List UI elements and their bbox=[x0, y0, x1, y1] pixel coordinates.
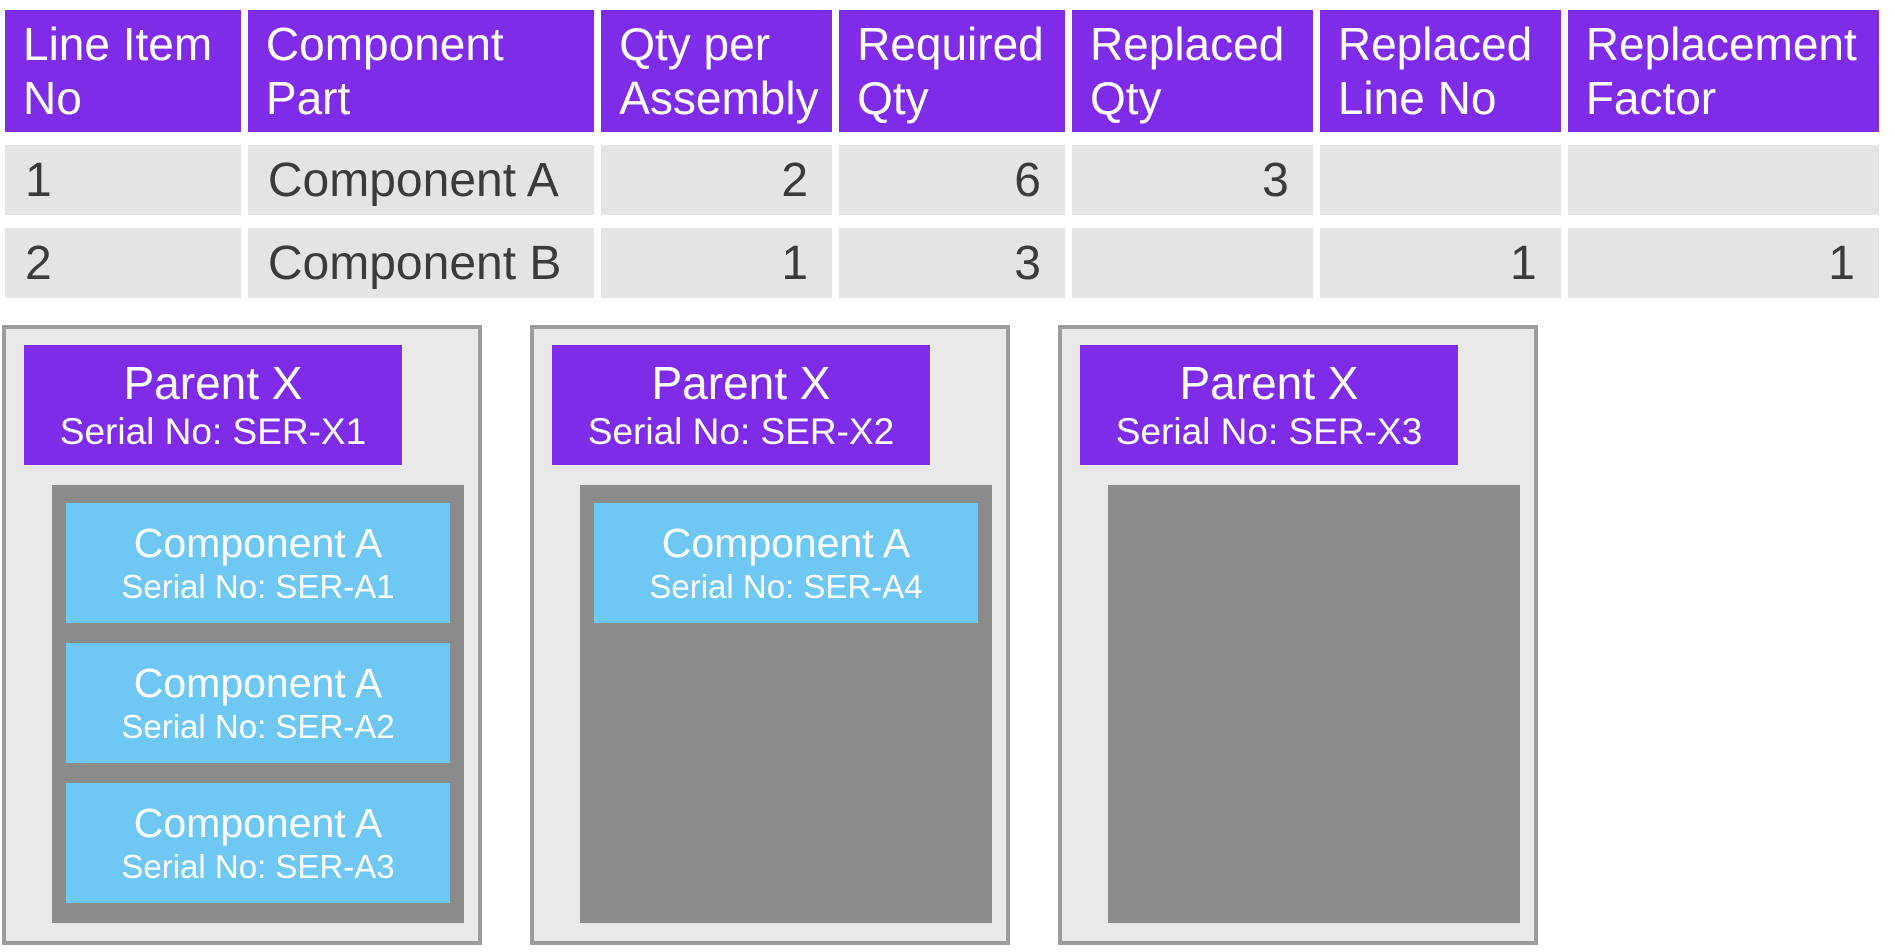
component-title: Component A bbox=[133, 800, 383, 847]
table-cell: 1 bbox=[1319, 228, 1561, 298]
table-cell: 2 bbox=[5, 228, 241, 298]
table-cell: 1 bbox=[601, 228, 833, 298]
table-cell bbox=[1319, 145, 1561, 215]
component-serial-number: Serial No: SER-A4 bbox=[649, 567, 923, 605]
table-cell: Component B bbox=[247, 228, 595, 298]
parent-title: Parent X bbox=[1179, 357, 1359, 410]
parent-serial-number: Serial No: SER-X2 bbox=[587, 411, 895, 453]
parent-title: Parent X bbox=[123, 357, 303, 410]
component-title: Component A bbox=[661, 520, 911, 567]
column-header: Line Item No bbox=[5, 10, 241, 132]
table-cell bbox=[1071, 228, 1313, 298]
column-header: Component Part bbox=[247, 10, 595, 132]
component-serial-number: Serial No: SER-A3 bbox=[121, 847, 395, 885]
column-header: Replaced Line No bbox=[1319, 10, 1561, 132]
table-cell: 2 bbox=[601, 145, 833, 215]
parent-title: Parent X bbox=[651, 357, 831, 410]
table-cell: 3 bbox=[839, 228, 1065, 298]
component-serial-number: Serial No: SER-A1 bbox=[121, 567, 395, 605]
parent-serial-number: Serial No: SER-X3 bbox=[1115, 411, 1423, 453]
table-cell: 6 bbox=[839, 145, 1065, 215]
table-cell: 1 bbox=[1567, 228, 1879, 298]
table-cell bbox=[1567, 145, 1879, 215]
parent-serial-number: Serial No: SER-X1 bbox=[59, 411, 367, 453]
component-container bbox=[1108, 485, 1520, 923]
column-header: Replaced Qty bbox=[1071, 10, 1313, 132]
component-title: Component A bbox=[133, 660, 383, 707]
table-cell: 1 bbox=[5, 145, 241, 215]
column-header: Qty per Assembly bbox=[601, 10, 833, 132]
table-cell: Component A bbox=[247, 145, 595, 215]
column-header: Replacement Factor bbox=[1567, 10, 1879, 132]
component-title: Component A bbox=[133, 520, 383, 567]
column-header: Required Qty bbox=[839, 10, 1065, 132]
table-cell: 3 bbox=[1071, 145, 1313, 215]
component-serial-number: Serial No: SER-A2 bbox=[121, 707, 395, 745]
